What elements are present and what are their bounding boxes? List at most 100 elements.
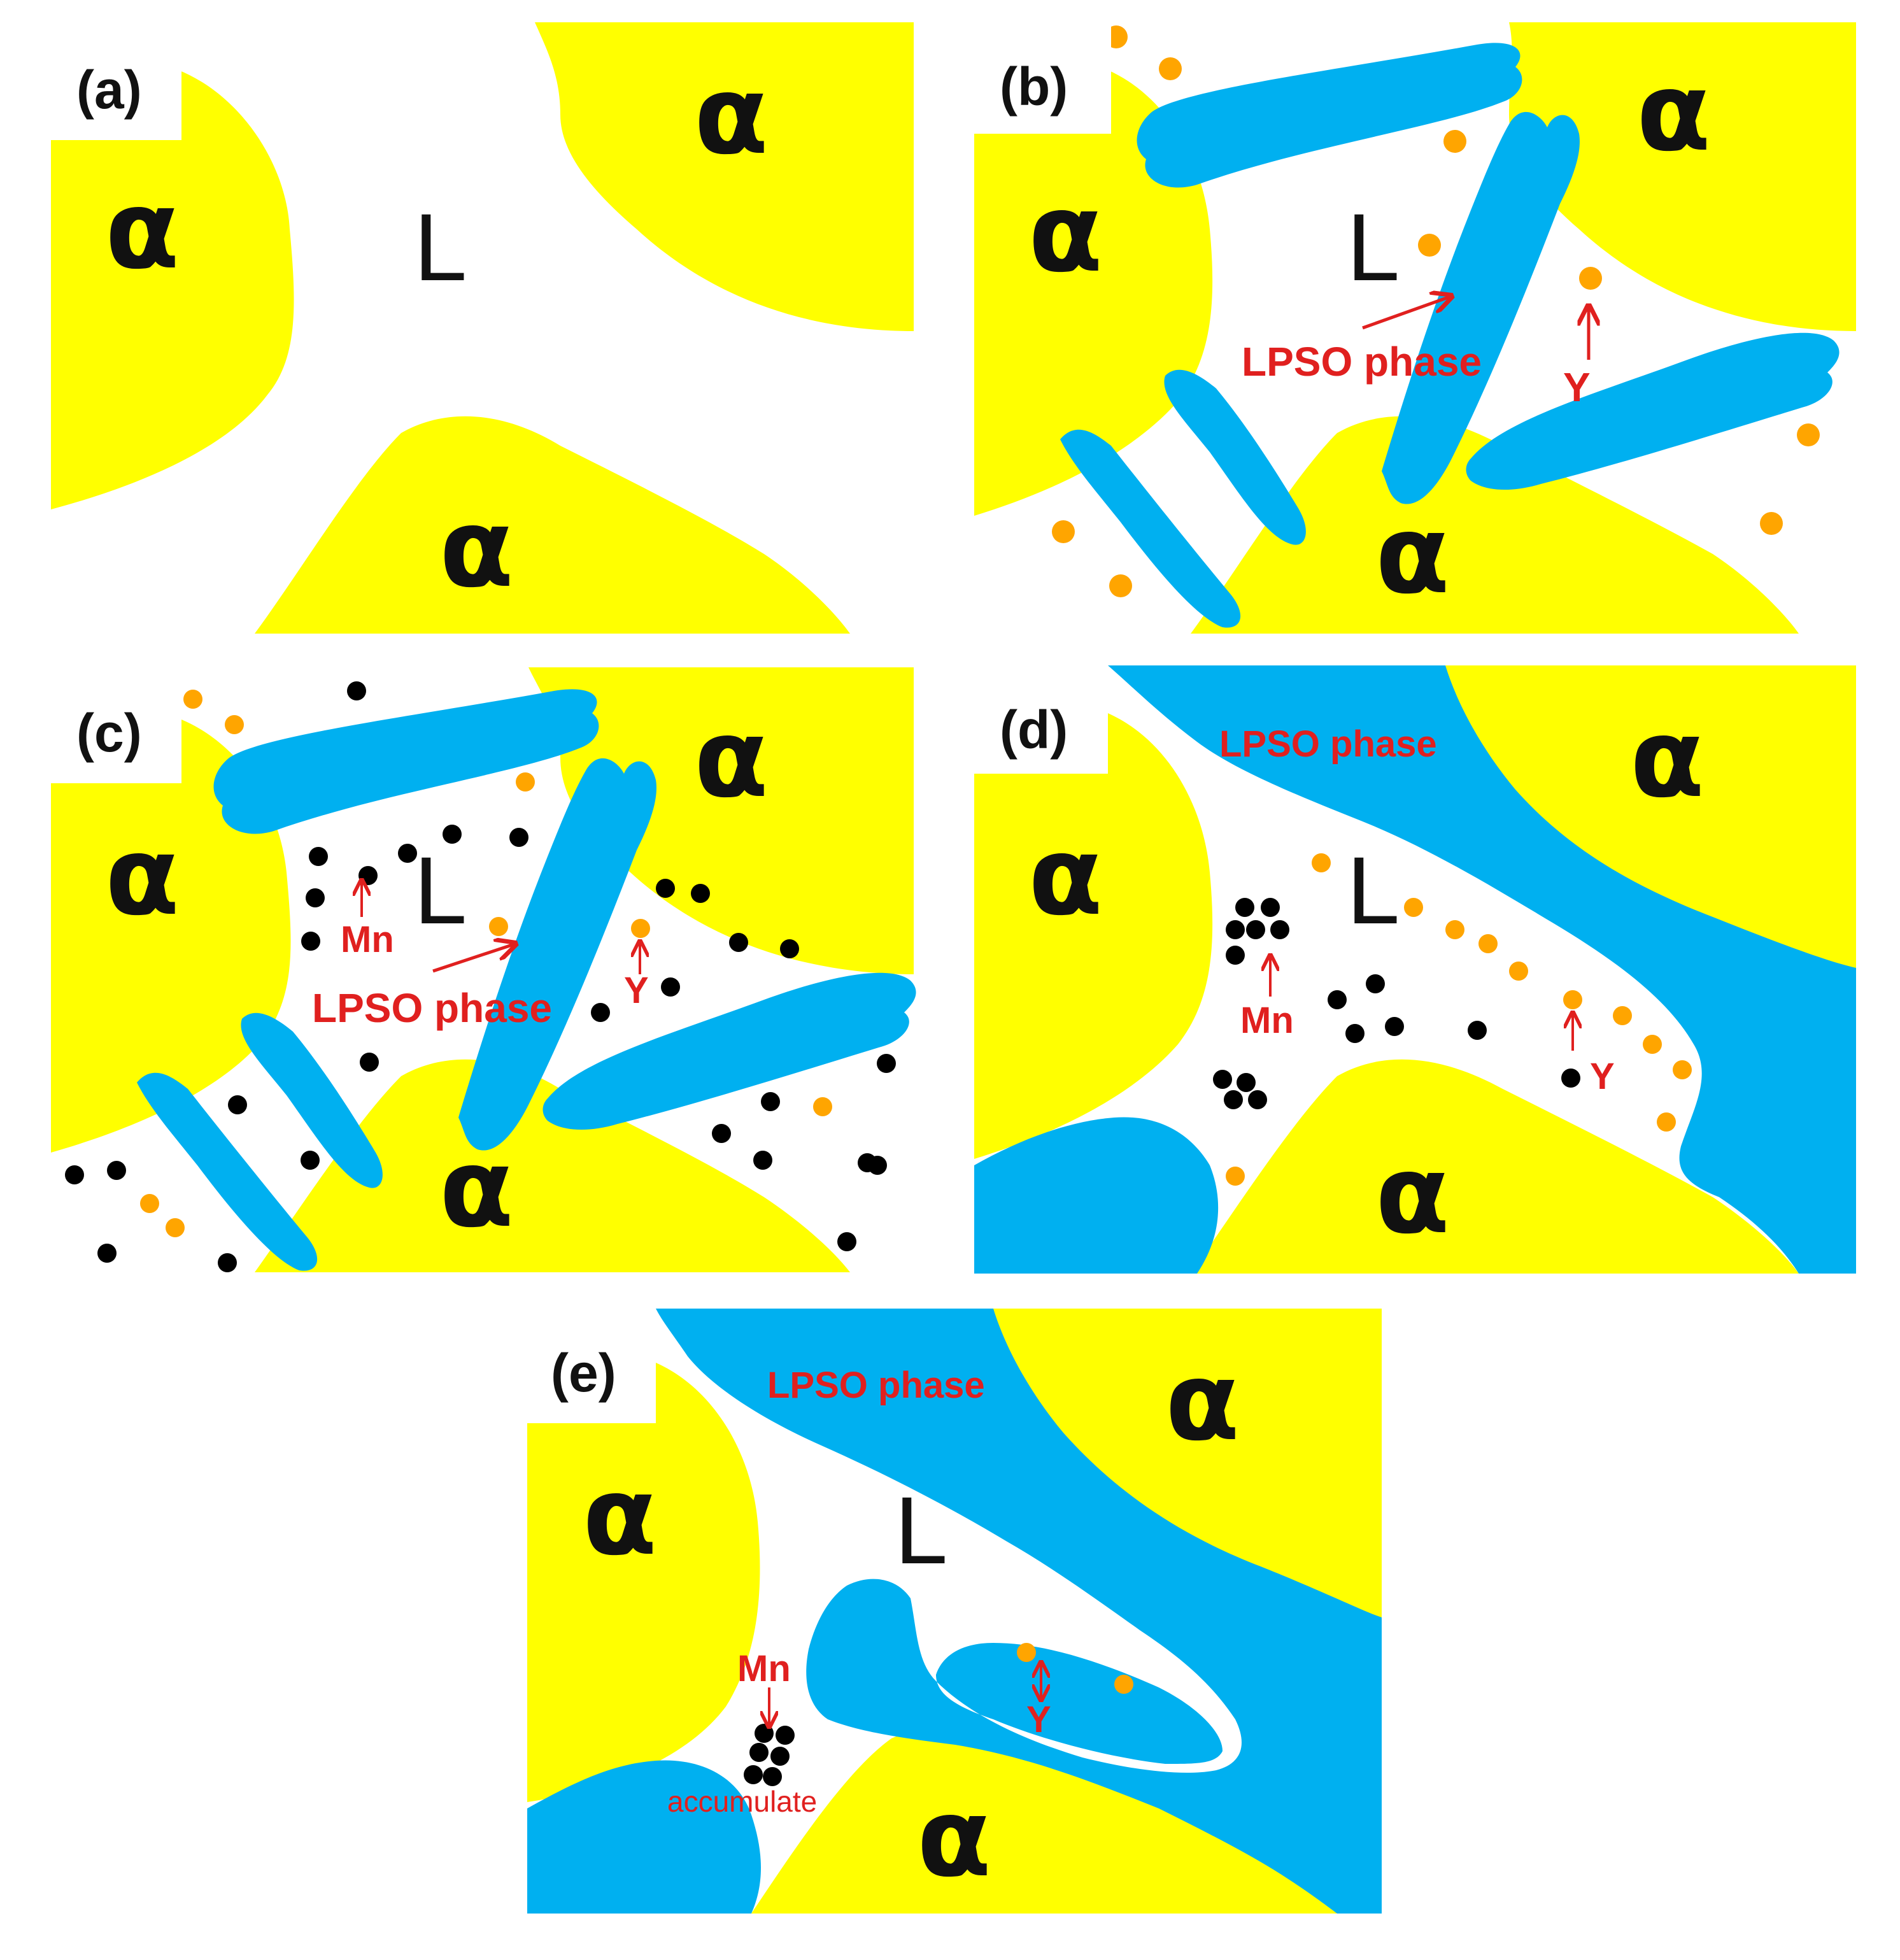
y-atom bbox=[1613, 1006, 1632, 1025]
y-atom bbox=[140, 1194, 159, 1213]
mn-atom bbox=[1366, 974, 1385, 993]
y-atom bbox=[1643, 1035, 1662, 1054]
alpha-label: α bbox=[694, 696, 769, 822]
mn-atom bbox=[65, 1165, 84, 1184]
y-label: Y bbox=[1563, 364, 1591, 410]
mn-atom bbox=[656, 879, 675, 898]
lpso-plate bbox=[1164, 369, 1306, 545]
mn-atom bbox=[755, 1724, 774, 1743]
y-atom bbox=[516, 772, 535, 792]
mn-atom bbox=[1468, 1021, 1487, 1040]
alpha-grain-bottom bbox=[1191, 416, 1799, 634]
lpso-plate bbox=[542, 972, 916, 1130]
panel-d: (d) LPSO phase α α α L Mn Y bbox=[974, 665, 1856, 1274]
alpha-grain-top-right bbox=[535, 22, 914, 331]
mn-atom bbox=[347, 681, 366, 700]
y-atoms bbox=[1226, 853, 1692, 1186]
mn-atom bbox=[1561, 1069, 1580, 1088]
y-atoms bbox=[1017, 1643, 1133, 1694]
mn-atom bbox=[1328, 990, 1347, 1009]
alpha-label: α bbox=[694, 53, 769, 179]
mn-atom bbox=[837, 1232, 856, 1251]
mn-atom bbox=[443, 825, 462, 844]
lpso-plate bbox=[1060, 429, 1241, 628]
y-atom bbox=[1312, 853, 1331, 872]
panel-e: (e) LPSO phase α α α L Mn accumulate Y bbox=[527, 1309, 1382, 1914]
y-atom bbox=[1052, 520, 1075, 543]
lpso-network bbox=[1108, 665, 1856, 1274]
mn-atom bbox=[360, 1053, 379, 1072]
mn-atom bbox=[753, 1151, 772, 1170]
mn-atom bbox=[1246, 920, 1265, 939]
mn-atom bbox=[218, 1253, 237, 1272]
mn-atom bbox=[301, 1151, 320, 1170]
mn-atom bbox=[661, 977, 680, 997]
liquid-label: L bbox=[1347, 194, 1400, 301]
alpha-label: α bbox=[105, 167, 180, 294]
mn-atom bbox=[1213, 1070, 1232, 1089]
mn-label: Mn bbox=[341, 919, 394, 960]
mn-label: Mn bbox=[1240, 1000, 1294, 1041]
alpha-label: α bbox=[439, 1126, 514, 1252]
alpha-label: α bbox=[1165, 1339, 1240, 1465]
lpso-network bbox=[656, 1309, 1382, 1914]
mn-atom bbox=[770, 1747, 790, 1766]
y-atoms bbox=[140, 690, 832, 1237]
mn-atom bbox=[509, 828, 528, 847]
y-label: Y bbox=[624, 970, 649, 1011]
y-atom bbox=[1017, 1643, 1036, 1662]
mn-atom bbox=[398, 844, 417, 863]
y-atom bbox=[631, 919, 650, 938]
mn-atom bbox=[729, 933, 748, 952]
alpha-grain-bottom bbox=[751, 1728, 1337, 1914]
alpha-grain-left bbox=[527, 1363, 760, 1802]
mn-atom bbox=[877, 1054, 896, 1073]
alpha-label: α bbox=[1630, 696, 1705, 822]
alpha-grain-left bbox=[974, 713, 1213, 1159]
lpso-network bbox=[974, 1117, 1219, 1274]
mn-atom bbox=[1226, 946, 1245, 965]
panel-label: (d) bbox=[1000, 700, 1068, 760]
liquid-label: L bbox=[895, 1477, 947, 1584]
mn-atom bbox=[1237, 1073, 1256, 1092]
panel-label-box bbox=[51, 667, 181, 783]
y-atom bbox=[1109, 574, 1132, 597]
lpso-network bbox=[527, 1760, 761, 1914]
y-label: Y bbox=[1026, 1699, 1051, 1740]
alpha-grain-left bbox=[974, 70, 1213, 516]
mn-label: Mn bbox=[737, 1648, 791, 1689]
y-atom bbox=[225, 715, 244, 734]
alpha-grain-left bbox=[51, 70, 294, 509]
panel-label-box bbox=[974, 22, 1111, 134]
mn-atom bbox=[763, 1767, 782, 1786]
mn-atom bbox=[306, 888, 325, 907]
alpha-grain-bottom bbox=[255, 1059, 850, 1272]
y-atom bbox=[489, 917, 508, 936]
panel-label: (b) bbox=[1000, 57, 1068, 117]
lpso-label: LPSO phase bbox=[1242, 339, 1482, 385]
accumulate-label: accumulate bbox=[667, 1785, 817, 1818]
lpso-plate bbox=[137, 1072, 318, 1271]
lpso-plate bbox=[1382, 111, 1580, 504]
y-atom bbox=[183, 690, 202, 709]
mn-atom bbox=[228, 1095, 247, 1114]
lpso-plate bbox=[1137, 43, 1522, 188]
alpha-label: α bbox=[917, 1775, 991, 1901]
y-atom bbox=[1159, 57, 1182, 80]
lpso-plate bbox=[1466, 332, 1840, 490]
alpha-label: α bbox=[105, 814, 180, 940]
alpha-grain-top-right bbox=[1445, 665, 1856, 968]
lpso-plate bbox=[241, 1012, 383, 1188]
mn-atom bbox=[1345, 1024, 1365, 1043]
mn-atom bbox=[776, 1726, 795, 1745]
mn-atom bbox=[1261, 898, 1280, 917]
liquid-label: L bbox=[414, 837, 467, 944]
alpha-grain-top-right bbox=[993, 1309, 1382, 1617]
y-label: Y bbox=[1590, 1056, 1615, 1097]
arrow-lpso bbox=[1362, 296, 1452, 330]
y-atom bbox=[1478, 934, 1498, 953]
y-atom bbox=[1797, 423, 1820, 446]
y-atom bbox=[1673, 1060, 1692, 1079]
alpha-label: α bbox=[1375, 1132, 1450, 1258]
